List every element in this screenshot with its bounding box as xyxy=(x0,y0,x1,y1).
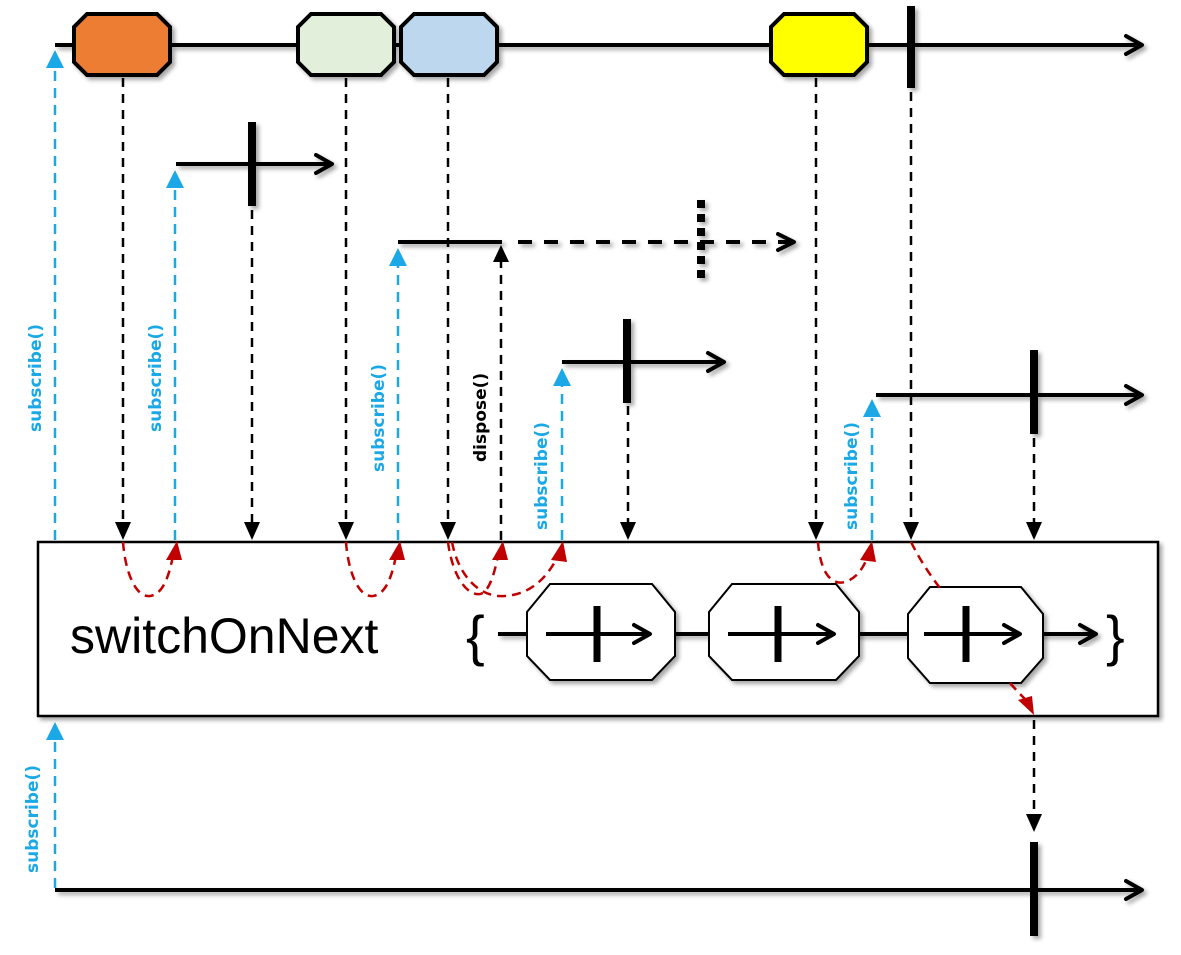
arrowhead-up-icon xyxy=(553,368,571,386)
output-arrowhead-icon xyxy=(1124,879,1144,901)
yellow-marble xyxy=(769,12,869,77)
arrow-right-icon xyxy=(1002,623,1022,645)
dispose-flow xyxy=(446,541,500,596)
arrowhead-up-icon xyxy=(389,248,407,266)
emission-arrowheads xyxy=(115,522,1042,832)
arrowhead-up-icon xyxy=(863,399,881,417)
inner-stream-1 xyxy=(176,122,334,206)
subscribe-label-output: subscribe() xyxy=(23,765,43,873)
arrowhead-up-icon xyxy=(492,541,508,560)
switch-flow-1 xyxy=(121,541,175,598)
subscribe-label-inner-2: subscribe() xyxy=(369,364,389,472)
inner-stream-1-arrowhead-icon xyxy=(314,153,334,175)
arrow-right-icon xyxy=(816,623,836,645)
inner-stream-3 xyxy=(562,319,726,403)
subscribe-label-inner-1: subscribe() xyxy=(146,324,166,432)
internal-flow-arrows xyxy=(121,541,1029,703)
arrowhead-up-icon xyxy=(389,541,405,560)
arrowhead-down-icon xyxy=(338,522,354,540)
subscribe-label-inner-3: subscribe() xyxy=(532,422,552,530)
switch-flow-4 xyxy=(816,541,870,584)
arrowhead-up-icon xyxy=(46,722,64,740)
orange-marble xyxy=(72,12,172,77)
internal-flow-arrowheads xyxy=(166,541,1034,715)
complete-flow xyxy=(909,541,941,589)
arrow-right-icon xyxy=(632,623,652,645)
arrowhead-down-icon xyxy=(1026,522,1042,540)
emission-arrows xyxy=(121,78,1036,818)
operator-name: switchOnNext xyxy=(70,608,379,664)
completed-stream-marble-2 xyxy=(708,583,860,681)
switch-flow-2 xyxy=(344,541,398,598)
close-brace: } xyxy=(1106,604,1125,667)
inner-stream-4 xyxy=(876,350,1144,434)
arrowhead-down-icon xyxy=(115,522,131,540)
arrowhead-down-icon xyxy=(440,522,456,540)
dispose-arrow: dispose() xyxy=(471,245,509,540)
source-stream xyxy=(55,6,1144,88)
arrowhead-down-icon xyxy=(620,522,636,540)
chain-arrowhead-icon xyxy=(1078,623,1098,645)
inner-stream-2-arrowhead-icon xyxy=(776,232,796,252)
light-blue-marble xyxy=(399,12,499,77)
source-arrowhead-icon xyxy=(1124,34,1144,56)
arrowhead-up-icon xyxy=(551,541,567,562)
completed-stream-marble-3 xyxy=(907,586,1044,684)
switch-flow-3 xyxy=(450,541,560,598)
inner-stream-3-arrowhead-icon xyxy=(706,351,726,373)
output-stream xyxy=(55,842,1144,936)
dispose-label: dispose() xyxy=(471,373,491,462)
light-green-marble xyxy=(296,12,396,77)
arrowhead-up-icon xyxy=(166,170,184,188)
completed-stream-marble-1 xyxy=(526,583,676,681)
subscribe-arrows xyxy=(53,66,874,888)
arrowhead-down-icon xyxy=(244,522,260,540)
arrowhead-down-icon xyxy=(903,522,919,540)
subscribe-label-inner-4: subscribe() xyxy=(842,422,862,530)
arrowhead-down-icon xyxy=(1018,696,1034,715)
arrowhead-down-icon xyxy=(1026,814,1042,832)
subscribe-label-source: subscribe() xyxy=(26,324,46,432)
arrowhead-up-icon xyxy=(166,541,182,560)
arrowhead-up-icon xyxy=(493,245,509,262)
subscribe-arrowheads xyxy=(46,50,881,740)
open-brace: { xyxy=(466,604,485,667)
inner-stream-2 xyxy=(398,200,796,284)
arrowhead-down-icon xyxy=(808,522,824,540)
arrowhead-up-icon xyxy=(860,541,876,562)
inner-stream-4-arrowhead-icon xyxy=(1124,384,1144,406)
arrowhead-up-icon xyxy=(46,50,64,68)
output-flow xyxy=(1009,682,1029,703)
subscribe-labels: subscribe() subscribe() subscribe() subs… xyxy=(23,324,862,873)
